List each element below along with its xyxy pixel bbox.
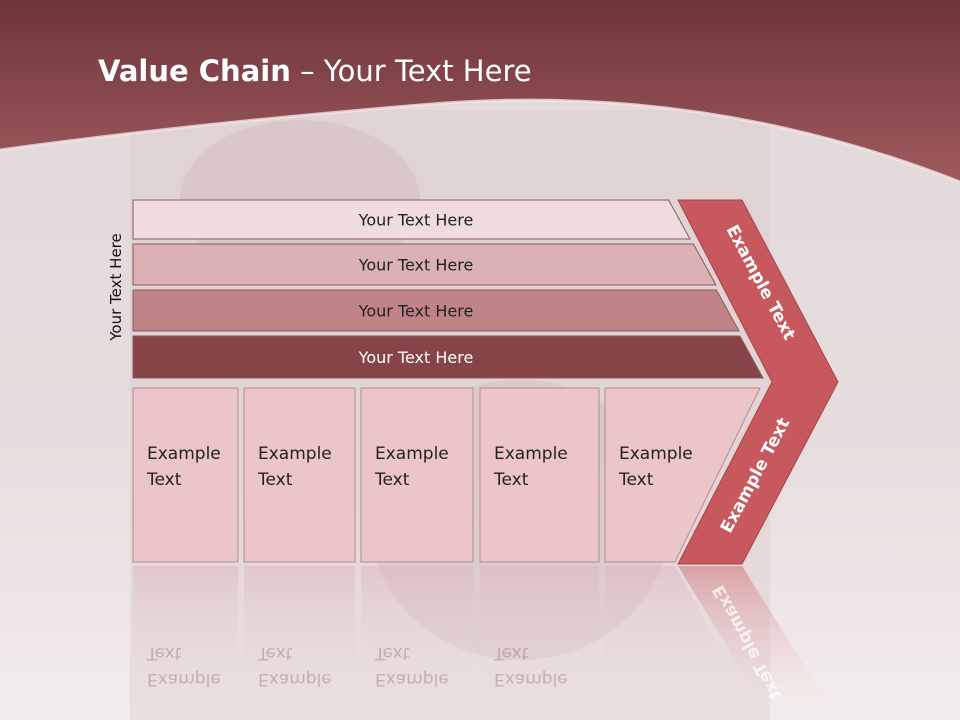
row-shape <box>132 199 691 240</box>
box-reflection <box>133 566 238 720</box>
box-text-line2: Text <box>146 470 182 490</box>
row-shape <box>132 335 764 379</box>
box-reflection-line1: Example <box>375 669 449 689</box>
box-text-line2: Text <box>618 470 654 490</box>
box-reflection <box>244 566 355 720</box>
row-shape <box>132 289 740 332</box>
box-text-line1: Example <box>494 444 568 464</box>
box-shape <box>360 387 474 563</box>
box-text-line2: Text <box>493 470 529 490</box>
row-label: Your Text Here <box>358 302 474 321</box>
row-1: Your Text Here <box>132 199 691 240</box>
box-reflection <box>361 566 473 720</box>
box-reflection-line2: Text <box>374 643 410 663</box>
title-bold: Value Chain <box>98 54 291 88</box>
box-reflection <box>480 566 599 720</box>
box-reflection-line2: Text <box>493 643 529 663</box>
box-text-line1: Example <box>619 444 693 464</box>
box-shape <box>479 387 600 563</box>
box-shape <box>243 387 356 563</box>
box-text-line2: Text <box>374 470 410 490</box>
box-reflection-line1: Example <box>147 669 221 689</box>
box-text-line2: Text <box>257 470 293 490</box>
chevron-shape <box>677 199 839 565</box>
box-reflection-line2: Text <box>146 643 182 663</box>
box-text-line1: Example <box>375 444 449 464</box>
box-reflection-line2: Text <box>257 643 293 663</box>
box-shape <box>132 387 239 563</box>
title-rest: – Your Text Here <box>290 54 532 88</box>
box-shape <box>604 387 761 563</box>
row-label: Your Text Here <box>358 348 474 367</box>
header-band <box>0 0 960 182</box>
row-3: Your Text Here <box>132 289 740 332</box>
row-label: Your Text Here <box>358 256 474 275</box>
box-text-line1: Example <box>258 444 332 464</box>
box-reflection-line1: Example <box>494 669 568 689</box>
row-shape <box>132 243 717 286</box>
box-reflection-line1: Example <box>258 669 332 689</box>
box-text-line1: Example <box>147 444 221 464</box>
side-label: Your Text Here <box>107 233 125 341</box>
activity-boxes: ExampleTextExampleTextExampleTextExample… <box>132 387 761 563</box>
box-reflection <box>605 566 760 720</box>
chevron-reflection <box>678 566 838 720</box>
header-curve-line <box>0 98 960 184</box>
row-4: Your Text Here <box>132 335 764 379</box>
slide-title: Value Chain – Your Text Here <box>98 54 532 88</box>
row-label: Your Text Here <box>358 211 474 230</box>
row-2: Your Text Here <box>132 243 717 286</box>
